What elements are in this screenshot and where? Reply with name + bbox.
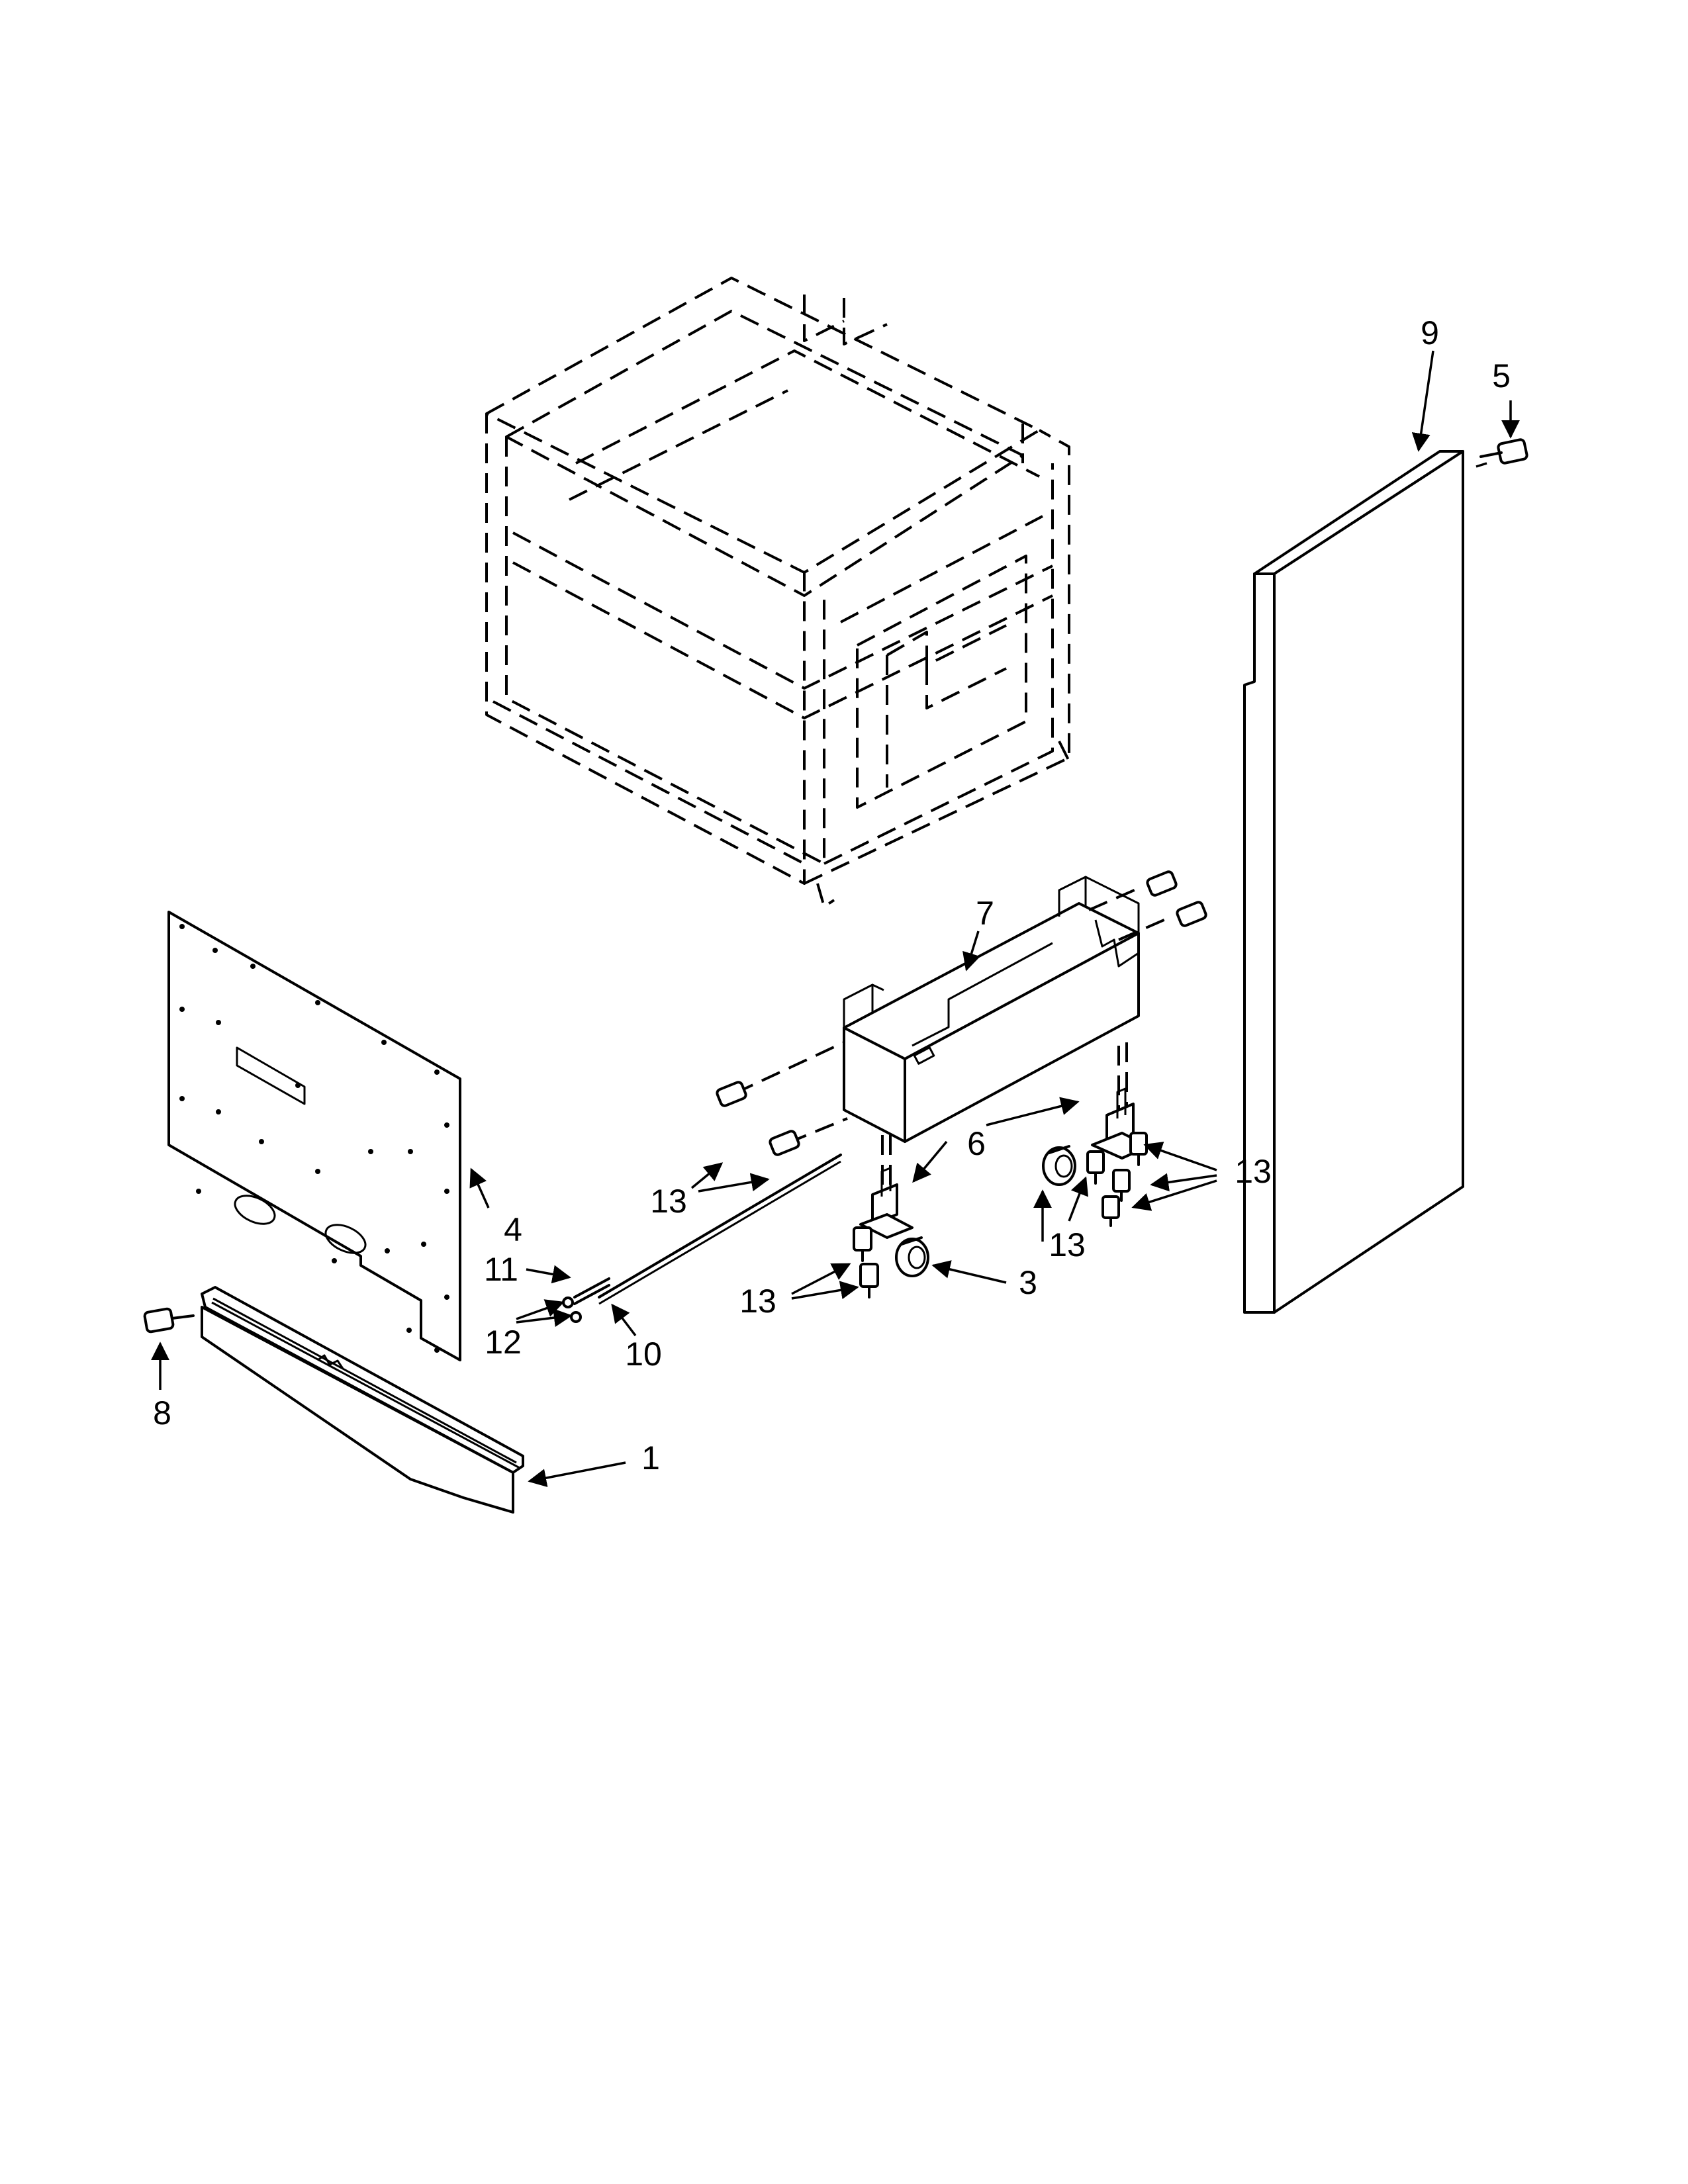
- leveling-bracket: [843, 876, 1140, 1143]
- leg-assembly-front: [859, 1135, 914, 1239]
- callout-13-caster: 13: [1049, 1226, 1086, 1263]
- callout-5: 5: [1492, 357, 1511, 394]
- callout-11: 11: [484, 1251, 518, 1288]
- leg-screws-front: [853, 1226, 879, 1298]
- rear-panel: [167, 911, 461, 1361]
- callout-13-center: 13: [739, 1283, 776, 1320]
- caster-rear: [1042, 1145, 1076, 1186]
- callouts: 9 5 7 4 6 13 13 13 3 13 11 12 10 1 8: [153, 314, 1511, 1477]
- callout-10: 10: [625, 1336, 662, 1373]
- leg-screws-rear: [1086, 1132, 1148, 1227]
- callout-12: 12: [485, 1324, 522, 1361]
- bracket-bolts-left: [716, 1041, 848, 1156]
- callout-13-right: 13: [1235, 1153, 1272, 1190]
- oven-cabinet-outline: [485, 277, 1070, 908]
- callout-1: 1: [641, 1439, 660, 1477]
- callout-7: 7: [976, 895, 994, 932]
- callout-3: 3: [1019, 1264, 1037, 1301]
- callout-8: 8: [153, 1394, 171, 1432]
- caster-front: [895, 1236, 929, 1277]
- side-panel: [1243, 450, 1464, 1314]
- toe-kick: [201, 1286, 524, 1514]
- callout-4: 4: [504, 1211, 522, 1248]
- toe-kick-screw: [143, 1307, 195, 1334]
- callout-9: 9: [1421, 314, 1439, 351]
- leveling-rod: [562, 1154, 842, 1323]
- leader-lines: [151, 350, 1520, 1487]
- rear-panel-holes: [179, 924, 449, 1353]
- callout-6: 6: [967, 1125, 986, 1162]
- bracket-bolts-right: [1088, 870, 1207, 941]
- callout-13-left: 13: [650, 1183, 687, 1220]
- side-panel-screw: [1476, 438, 1528, 468]
